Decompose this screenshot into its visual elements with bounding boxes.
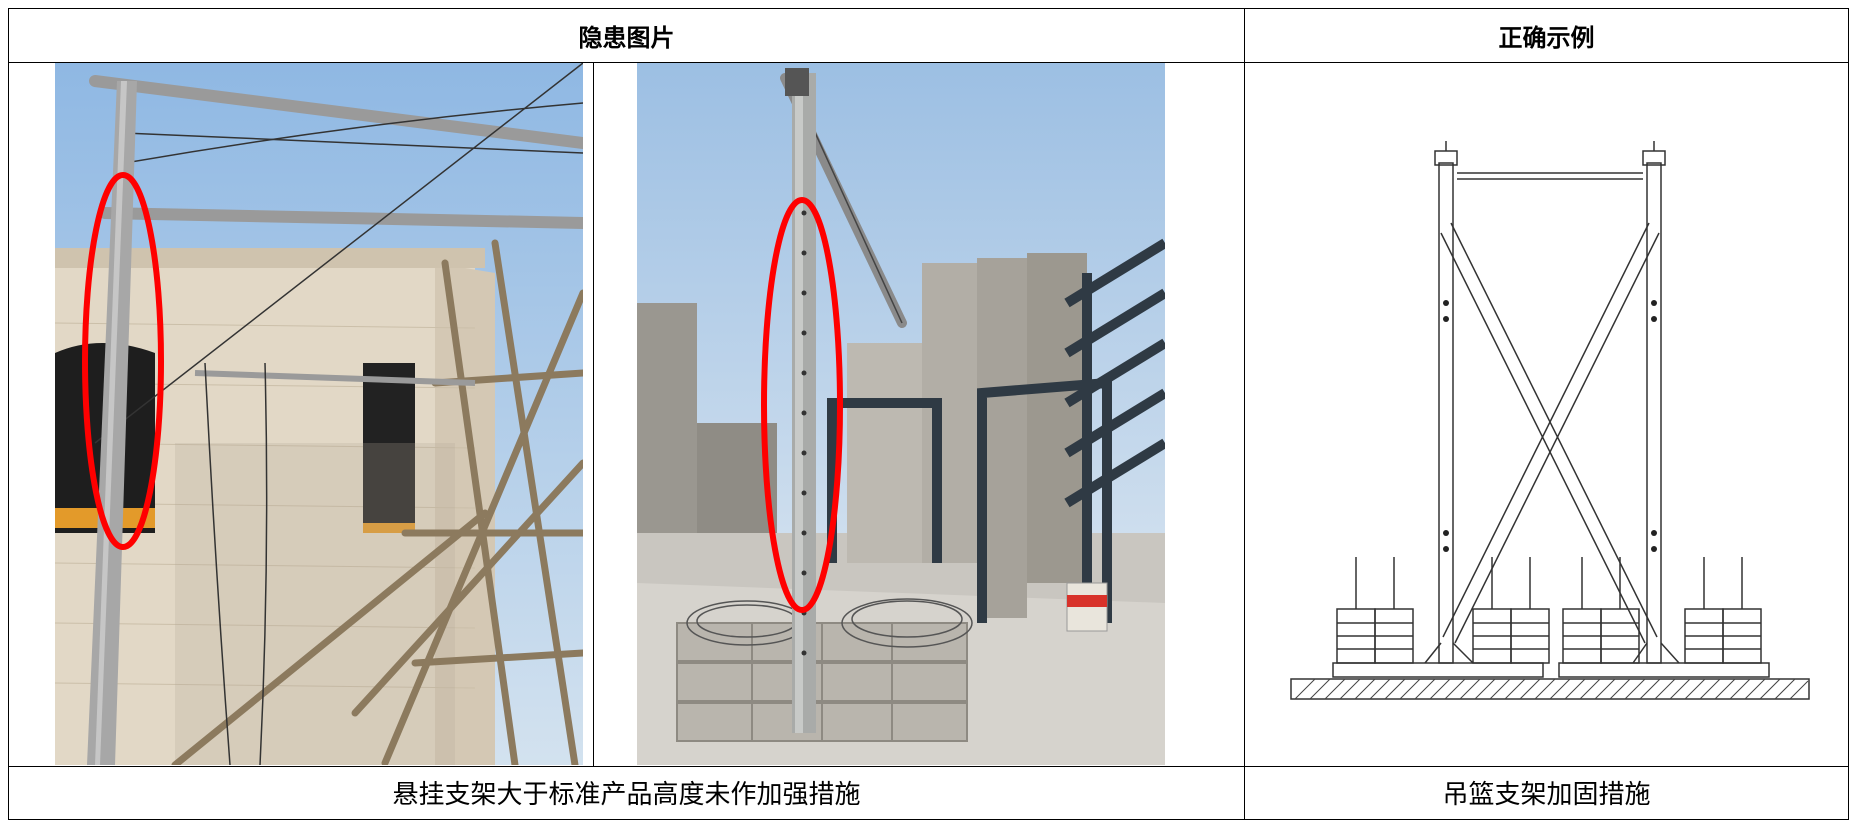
- caption-correct-example: 吊篮支架加固措施: [1244, 765, 1849, 821]
- rooftop-support-photo: [637, 63, 1165, 766]
- photo-divider: [593, 63, 594, 766]
- hazard-highlight-ellipse-2: [761, 197, 843, 614]
- correct-example-cell: [1244, 62, 1849, 767]
- header-correct-example: 正确示例: [1244, 7, 1849, 64]
- hazard-highlight-ellipse-1: [82, 172, 164, 551]
- scaffold-building-photo: [55, 63, 583, 766]
- header-hazard-photos: 隐患图片: [8, 7, 1245, 64]
- hazard-photo-2: [637, 63, 1165, 766]
- hazard-photo-1: [55, 63, 583, 766]
- reinforced-support-diagram: [1290, 141, 1810, 701]
- caption-hazard: 悬挂支架大于标准产品高度未作加强措施: [8, 765, 1245, 821]
- hazard-photos-cell: [8, 62, 1245, 767]
- hazard-comparison-table: 隐患图片 正确示例: [8, 7, 1849, 821]
